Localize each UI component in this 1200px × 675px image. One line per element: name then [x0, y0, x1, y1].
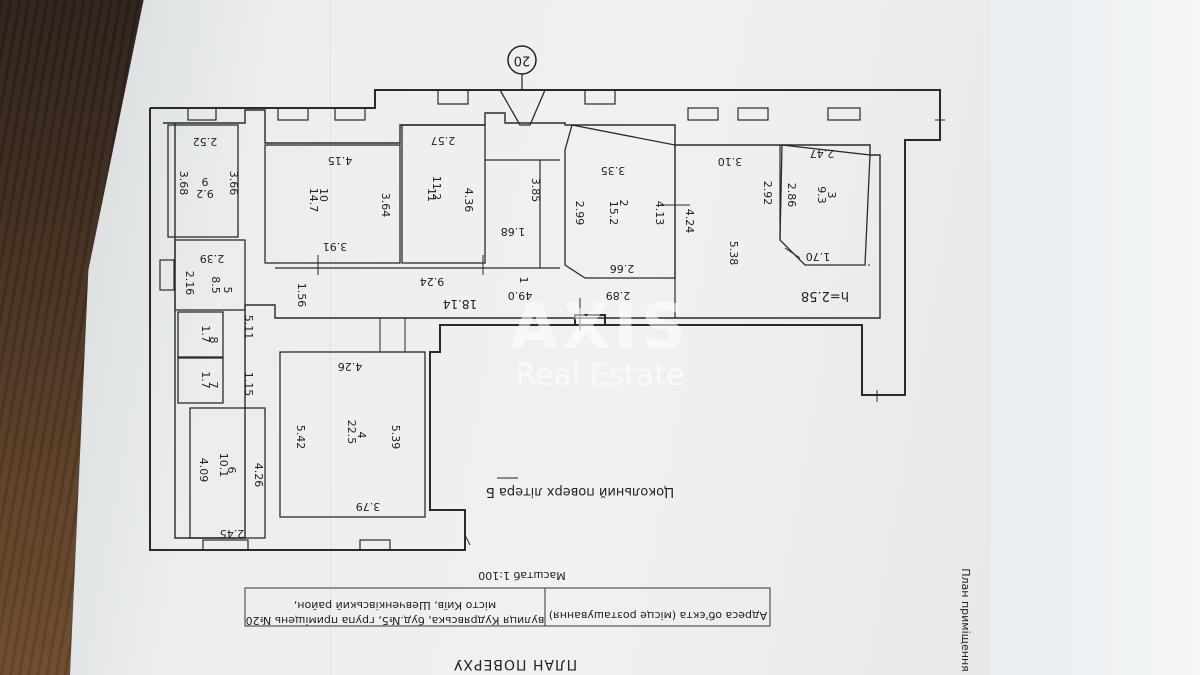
dim-424: 4.24 [683, 209, 696, 234]
address-table [244, 587, 771, 627]
dim-168: 1.68 [501, 225, 526, 238]
room-8-outline [177, 311, 224, 358]
dim-1814: 18.14 [443, 297, 477, 311]
room-4-width: 4.26 [338, 360, 363, 373]
room-10-width: 4.15 [328, 154, 353, 167]
room-9-area: 9.2 [196, 187, 214, 200]
room-11-height: 4.36 [462, 188, 475, 213]
room-3-bottom: 1.70 [806, 250, 831, 263]
address-line-2: вулиця Кудрявська, буд.№5, група приміще… [246, 614, 545, 627]
room-2-width: 3.35 [601, 164, 626, 177]
outer-wall [149, 89, 941, 551]
dim-538: 5.38 [727, 241, 740, 266]
room-5-height: 2.16 [183, 271, 196, 296]
room-6-number: 6 [225, 467, 238, 474]
room-1-area: 49.0 [508, 289, 533, 302]
room-4-left: 5.42 [294, 425, 307, 450]
room-2-area: 15.2 [607, 201, 620, 226]
room-4-right: 5.39 [389, 425, 402, 450]
watermark-brand: AXIS [510, 290, 690, 363]
room-3-area: 9.3 [815, 186, 828, 204]
dim-292: 2.92 [761, 181, 774, 206]
dim-924: 9.24 [420, 275, 445, 288]
floor-label: Цокольний поверх літера Б [486, 484, 674, 499]
room-11-area: 11.2 [430, 176, 443, 201]
side-title: План приміщення [959, 568, 972, 672]
room-9-number: 9 [202, 175, 209, 188]
room-6-area: 10.1 [217, 453, 230, 478]
dim-385: 3.85 [529, 178, 542, 203]
room-11-number: 11 [425, 188, 438, 202]
address-label: Адреса об'єкта (місце розташування) [549, 609, 767, 622]
room-1-number: 1 [517, 277, 530, 284]
door-marks [317, 119, 945, 546]
room-8-number: 8 [207, 337, 220, 344]
room-7-number: 7 [207, 382, 220, 389]
second-paper-sheet [985, 0, 1200, 675]
room-11-outline [401, 124, 486, 264]
room-2-left: 2.99 [573, 201, 586, 226]
dimension-labels: 2.52 9 9.2 3.68 3.66 4.15 10 14.7 3.91 3… [177, 134, 849, 540]
scale-label: Масштаб 1:100 [478, 569, 565, 582]
room-7-area: 1.7 [199, 371, 212, 389]
room-5-number: 5 [221, 287, 234, 294]
room-2-bottom: 2.66 [610, 262, 635, 275]
paper-fold-line [330, 0, 333, 675]
room-5-outline [174, 239, 246, 311]
room-10-number: 10 [317, 188, 330, 202]
room-10-area: 14.7 [307, 188, 320, 213]
room-5-width: 2.39 [200, 252, 225, 265]
room-2-right: 4.13 [653, 201, 666, 226]
dim-115: 1.15 [242, 372, 255, 397]
room-3-height: 2.86 [785, 183, 798, 208]
ceiling-height: h=2.58 [801, 288, 849, 303]
room-8-area: 1.7 [199, 325, 212, 343]
dim-310: 3.10 [718, 155, 743, 168]
room-9-width: 2.52 [193, 135, 218, 148]
room-9-outline [167, 124, 239, 238]
dim-156: 1.56 [295, 283, 308, 308]
room-2-number: 2 [617, 200, 630, 207]
axis-number: 20 [514, 53, 531, 68]
room-5-area: 8.5 [209, 276, 222, 294]
room-9-right: 3.66 [227, 171, 240, 196]
address-line-1: місто Київ, Шевченківський район, [294, 599, 496, 612]
dim-289: 2.89 [606, 289, 631, 302]
watermark-subtitle: Real Estate [515, 358, 684, 393]
inner-wall [163, 109, 881, 539]
windows [159, 89, 861, 551]
room-6-right: 4.26 [252, 463, 265, 488]
room-9-left: 3.68 [177, 171, 190, 196]
room-10-bottom: 3.91 [323, 240, 348, 253]
room-6-width: 2.45 [220, 527, 245, 540]
room-4-bottom: 3.79 [356, 500, 381, 513]
plan-title: ПЛАН ПОВЕРХУ [453, 656, 577, 672]
room-10-right: 3.64 [379, 193, 392, 218]
room-4-area: 22.5 [345, 420, 358, 445]
room-4-number: 4 [355, 432, 368, 439]
room-6-left: 4.09 [197, 458, 210, 483]
room-10-outline [264, 144, 401, 264]
room-4-outline [279, 351, 426, 518]
room-6-outline [189, 407, 266, 539]
room-7-outline [177, 357, 224, 404]
room-3-number: 3 [825, 192, 838, 199]
stair-wedge [498, 89, 546, 126]
room-3-width: 2.47 [810, 147, 835, 160]
room-11-width: 2.57 [431, 134, 456, 147]
dim-511: 5.11 [242, 315, 255, 340]
